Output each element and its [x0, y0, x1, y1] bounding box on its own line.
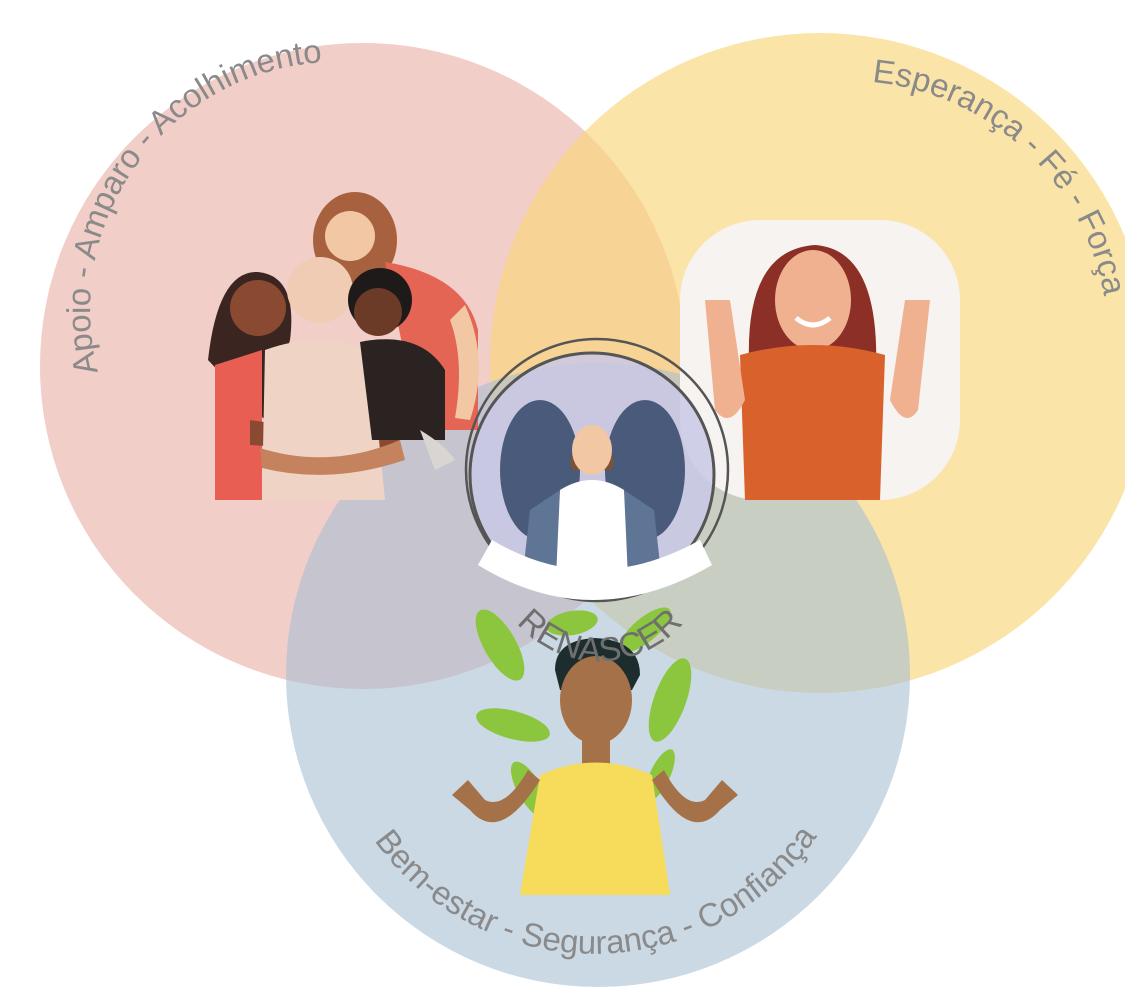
- woman-fingers-crossed-illustration: [680, 220, 960, 500]
- renascer-badge: RENASCER: [464, 337, 730, 670]
- man-meditating-leaves-illustration: [452, 607, 738, 895]
- group-hug-illustration: [208, 192, 479, 500]
